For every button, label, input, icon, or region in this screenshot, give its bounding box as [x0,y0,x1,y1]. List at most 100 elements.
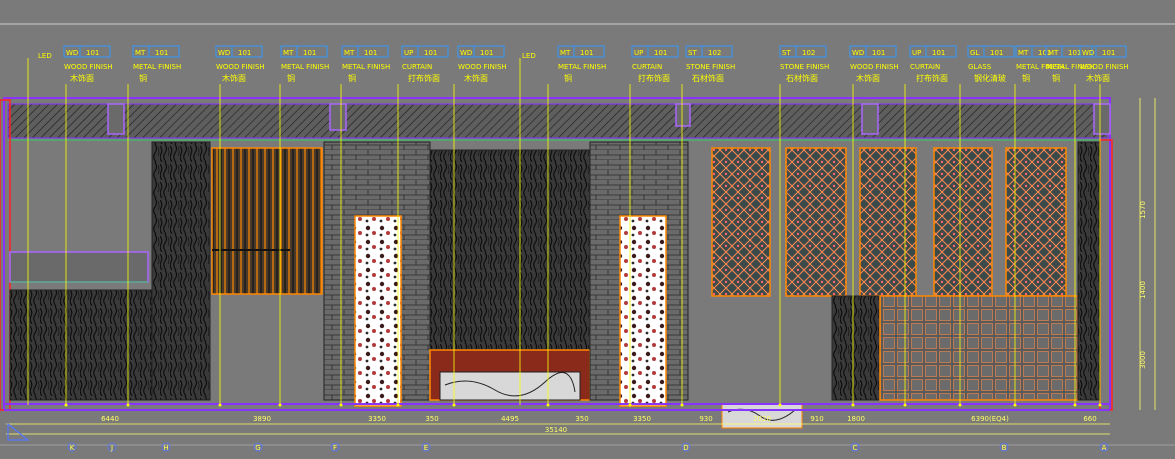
tag-code: ST [688,49,697,57]
tag-number: 101 [1102,49,1115,57]
grid-label: E [424,444,428,452]
tag-box [457,45,505,58]
tag-number: 101 [238,49,251,57]
tag-chinese: 石材饰面 [692,73,724,83]
ceiling-drop-5 [1093,103,1111,135]
tag-english: CURTAIN [632,63,662,71]
tag-chinese: 铜 [348,73,356,83]
tag-number: 102 [802,49,815,57]
tag-code: WD [66,49,78,57]
tag-english: GLASS [968,63,992,71]
leader-dot [546,403,550,407]
tag-code: MT [1048,49,1059,57]
tag-chinese: 木饰面 [856,73,880,83]
led-label: LED [38,52,52,60]
tag-number: 101 [932,49,945,57]
leader-dot [628,403,632,407]
tag-number: 101 [364,49,377,57]
ceiling-drop-4 [861,103,879,135]
tag-english: CURTAIN [402,63,432,71]
grid-bubble [161,442,171,452]
tag-box [909,45,957,58]
leader-dot [339,403,343,407]
tag-box [132,45,180,58]
tag-code: UP [912,49,921,57]
grid-bubble [330,442,340,452]
tag-chinese: 木饰面 [464,73,488,83]
leader-dot [778,403,782,407]
leader-dot [1073,403,1077,407]
tag-chinese: 打布饰面 [638,73,670,83]
tag-box [967,45,1015,58]
tag-english: WOOD FINISH [850,63,899,71]
vertical-dimension-label: 3000 [1139,351,1147,369]
lattice-panel-2 [785,147,847,297]
tag-number: 101 [86,49,99,57]
grid-bubble [850,442,860,452]
dimension-label: 930 [699,415,712,423]
grid-bubble [107,442,117,452]
tag-box [63,45,111,58]
tag-english: WOOD FINISH [64,63,113,71]
dimension-label: 3890 [253,415,271,423]
tag-box [280,45,328,58]
tag-english: WOOD FINISH [216,63,265,71]
tag-chinese: 铜 [1052,73,1060,83]
ceiling-drop-1 [107,103,125,135]
tag-box [341,45,389,58]
grid-bubble [421,442,431,452]
tag-english: METAL FINISH [281,63,329,71]
tag-chinese: 石材饰面 [786,73,818,83]
tag-box [401,45,449,58]
tag-box [631,45,679,58]
tag-english: METAL FINISH [1016,63,1064,71]
dimension-label: 350 [425,415,438,423]
tag-code: UP [634,49,643,57]
slat-panel [211,147,323,295]
tag-number: 101 [580,49,593,57]
dimension-label: 6440 [101,415,119,423]
tag-box [849,45,897,58]
grid-label: K [70,444,75,452]
glass-panes [879,295,1079,401]
tag-number: 101 [303,49,316,57]
tag-chinese: 铜 [139,73,147,83]
grid-label: G [255,444,260,452]
tag-box [215,45,263,58]
tag-code: WD [218,49,230,57]
tag-number: 101 [424,49,437,57]
left-shelf [9,251,149,283]
tag-english: STONE FINISH [780,63,829,71]
tag-code: UP [404,49,413,57]
dimension-label: 3350 [368,415,386,423]
tag-box [557,45,605,58]
tag-english: METAL FINISH [133,63,181,71]
tag-chinese: 铜 [1022,73,1030,83]
tag-chinese: 木饰面 [222,73,246,83]
ucs-icon [7,422,30,441]
grid-bubble [253,442,263,452]
wood-column [151,141,211,401]
dimension-label: 1800 [847,415,865,423]
leader-dot [903,403,907,407]
tag-number: 101 [654,49,667,57]
tag-code: MT [283,49,294,57]
dimension-label: 3350 [633,415,651,423]
dimension-label: 660 [1083,415,1096,423]
tag-code: GL [970,49,979,57]
tag-english: WOOD FINISH [1080,63,1129,71]
